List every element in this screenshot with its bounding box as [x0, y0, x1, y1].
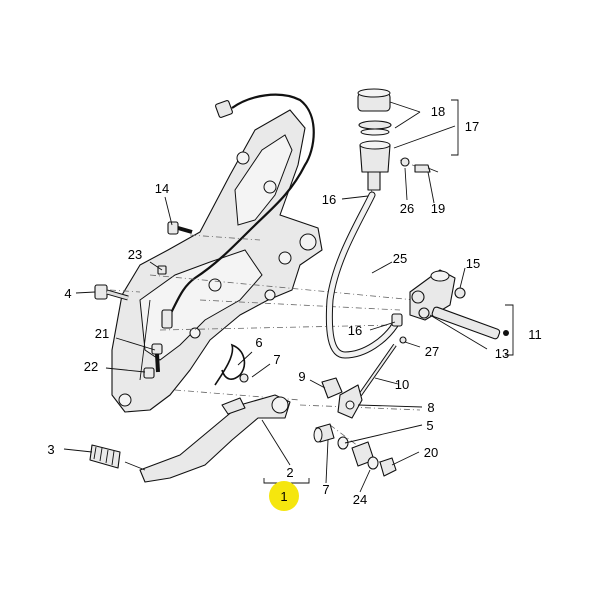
callout-5: 5	[426, 418, 433, 433]
brake-pedal-lever	[124, 394, 291, 483]
callout-26: 26	[400, 201, 414, 216]
switch-wire	[161, 93, 315, 329]
callout-10: 10	[395, 377, 409, 392]
push-rod	[358, 343, 397, 397]
callout-18: 18	[431, 104, 445, 119]
callout-3: 3	[47, 442, 54, 457]
callout-1: 1	[280, 489, 287, 504]
clevis	[321, 377, 363, 419]
master-cylinder	[399, 269, 509, 344]
callout-22: 22	[84, 359, 98, 374]
callout-15: 15	[466, 256, 480, 271]
callout-19: 19	[431, 201, 445, 216]
callout-6: 6	[255, 335, 262, 350]
callout-23: 23	[128, 247, 142, 262]
footpeg-rubber	[89, 444, 121, 469]
callout-9: 9	[298, 369, 305, 384]
callout-25: 25	[393, 251, 407, 266]
callout-27: 27	[425, 344, 439, 359]
callout-14: 14	[155, 181, 169, 196]
callout-11: 11	[528, 327, 542, 342]
callout-7b: 7	[322, 482, 329, 497]
highlight-marker	[269, 481, 299, 511]
callout-21: 21	[95, 326, 109, 341]
callout-13: 13	[495, 346, 509, 361]
frame-bolts	[94, 221, 193, 379]
callout-17: 17	[465, 119, 479, 134]
pivot-hardware	[313, 423, 397, 477]
callout-16a: 16	[322, 192, 336, 207]
callout-24: 24	[353, 492, 367, 507]
leader-lines	[63, 99, 514, 493]
callout-labels: 1 2 3 4 5 6 7 7 8 9 10 11 13 14 15 16 16…	[47, 104, 541, 507]
reservoir-assembly	[357, 88, 439, 191]
callout-16b: 16	[348, 323, 362, 338]
callout-20: 20	[424, 445, 438, 460]
callout-7a: 7	[273, 352, 280, 367]
assembly-lines	[109, 159, 426, 471]
return-spring	[214, 343, 249, 386]
callout-4: 4	[64, 286, 71, 301]
callout-8: 8	[427, 400, 434, 415]
callout-2: 2	[286, 465, 293, 480]
brake-hose	[325, 191, 403, 359]
